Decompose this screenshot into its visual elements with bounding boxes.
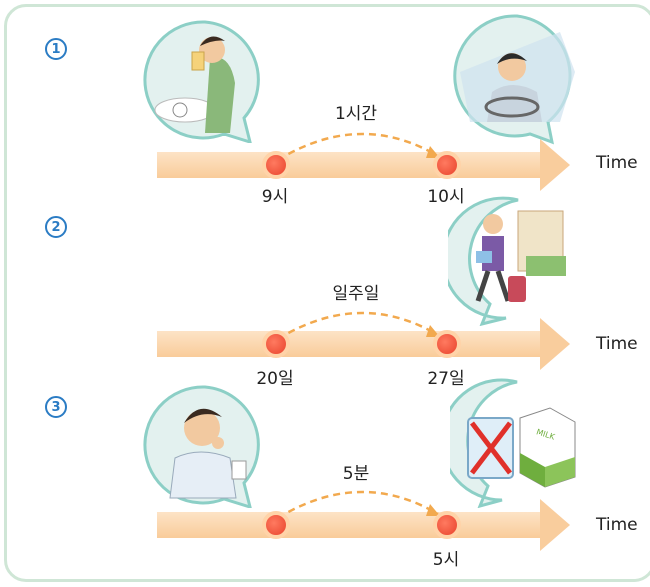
- bubble-driving: [453, 14, 575, 145]
- axis-label-time-2: Time: [596, 334, 638, 354]
- timeline-arrowhead-1: [540, 139, 570, 191]
- interval-label-1: 1시간: [334, 104, 378, 124]
- timeline-dot-1b: [433, 151, 461, 179]
- timeline-dot-2a: [262, 330, 290, 358]
- timeline-arrow-3: [157, 512, 541, 538]
- tick-label-2a: 20일: [256, 369, 294, 389]
- timeline-arrow-1: [157, 152, 541, 178]
- timeline-arrowhead-2: [540, 318, 570, 370]
- interval-label-3: 5분: [342, 464, 370, 484]
- timeline-arrowhead-3: [540, 499, 570, 551]
- row-number-1: 1: [45, 38, 67, 60]
- tick-label-3b: 5시: [432, 550, 460, 570]
- timeline-dot-2b: [433, 330, 461, 358]
- row-number-2: 2: [45, 216, 67, 238]
- tick-label-1a: 9시: [261, 187, 289, 207]
- timeline-dot-3b: [433, 511, 461, 539]
- axis-label-time-3: Time: [596, 515, 638, 535]
- bubble-spoiled-milk: [450, 378, 576, 508]
- bubble-drinking: [143, 20, 260, 143]
- row-1: 1 1시간 9시 10시 Time: [0, 0, 650, 207]
- interval-arc-3: [277, 490, 440, 520]
- bubble-coughing: [143, 385, 260, 508]
- timeline-dot-3a: [262, 511, 290, 539]
- bubble-traveling: [448, 196, 566, 326]
- row-number-3: 3: [45, 396, 67, 418]
- interval-label-2: 일주일: [332, 284, 380, 304]
- timeline-dot-1a: [262, 151, 290, 179]
- tick-label-2b: 27일: [427, 369, 465, 389]
- row-2: 2 일주일 20일 27일 Time: [45, 196, 638, 389]
- tick-label-1b: 10시: [427, 187, 465, 207]
- timeline-arrow-2: [157, 331, 541, 357]
- axis-label-time-1: Time: [596, 153, 638, 173]
